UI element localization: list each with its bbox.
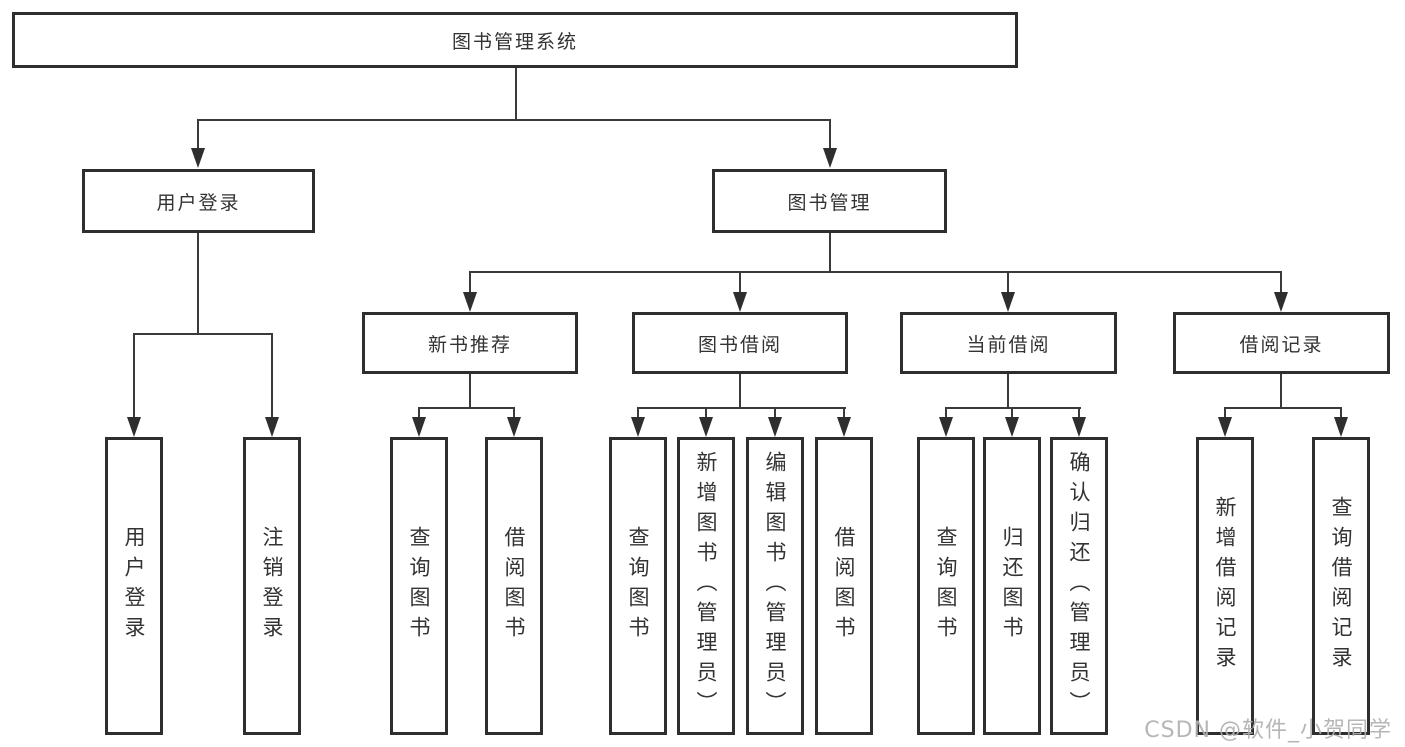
connector-line: [774, 407, 776, 419]
node-label: 归还图书: [1000, 526, 1024, 646]
connector-line: [513, 407, 515, 419]
connector-line: [739, 374, 741, 409]
connector-line: [469, 271, 1282, 273]
node-book-borrow: 图书借阅: [632, 312, 848, 374]
node-label: 图书管理系统: [451, 30, 578, 53]
connector-line: [469, 271, 471, 294]
node-label: 借阅图书: [502, 526, 526, 646]
arrow-down-icon: [823, 148, 837, 168]
node-new-book-recommend: 新书推荐: [362, 312, 578, 374]
leaf-add-book-admin: 新增图书（管理员）: [677, 437, 735, 735]
connector-line: [1224, 407, 1342, 409]
arrow-down-icon: [507, 417, 521, 437]
arrow-down-icon: [733, 292, 747, 312]
node-label: 查询图书: [934, 526, 958, 646]
arrow-down-icon: [837, 417, 851, 437]
node-label: 图书借阅: [697, 333, 782, 356]
connector-line: [469, 374, 471, 409]
node-label: 新书推荐: [427, 333, 512, 356]
node-label: 图书管理: [787, 191, 872, 214]
node-user-login: 用户登录: [82, 169, 315, 233]
arrow-down-icon: [1334, 417, 1348, 437]
connector-line: [739, 271, 741, 294]
connector-line: [843, 407, 845, 419]
arrow-down-icon: [463, 292, 477, 312]
leaf-query-book-recommend: 查询图书: [390, 437, 448, 735]
watermark: CSDN @软件_小贺同学: [1144, 718, 1392, 743]
node-label: 查询图书: [407, 526, 431, 646]
arrow-down-icon: [127, 417, 141, 437]
node-book-management: 图书管理: [712, 169, 947, 233]
node-label: 确认归还（管理员）: [1067, 451, 1091, 721]
connector-line: [705, 407, 707, 419]
arrow-down-icon: [1001, 292, 1015, 312]
leaf-borrow-book: 借阅图书: [815, 437, 873, 735]
connector-line: [1007, 271, 1009, 294]
arrow-down-icon: [1072, 417, 1086, 437]
leaf-user-login: 用户登录: [105, 437, 163, 735]
arrow-down-icon: [939, 417, 953, 437]
leaf-query-book-borrow: 查询图书: [609, 437, 667, 735]
arrow-down-icon: [191, 148, 205, 168]
node-label: 编辑图书（管理员）: [763, 451, 787, 721]
node-label: 用户登录: [122, 526, 146, 646]
connector-line: [829, 119, 831, 150]
connector-line: [418, 407, 420, 419]
connector-line: [945, 407, 1081, 409]
leaf-edit-book-admin: 编辑图书（管理员）: [746, 437, 804, 735]
connector-line: [637, 407, 846, 409]
arrow-down-icon: [1218, 417, 1232, 437]
connector-line: [133, 333, 135, 419]
connector-line: [133, 333, 273, 335]
leaf-logout: 注销登录: [243, 437, 301, 735]
node-label: 借阅记录: [1239, 333, 1324, 356]
arrow-down-icon: [412, 417, 426, 437]
connector-line: [418, 407, 515, 409]
node-current-borrow: 当前借阅: [900, 312, 1117, 374]
connector-line: [1280, 374, 1282, 409]
connector-line: [1280, 271, 1282, 294]
connector-line: [1224, 407, 1226, 419]
arrow-down-icon: [1005, 417, 1019, 437]
node-root: 图书管理系统: [12, 12, 1018, 68]
leaf-query-book-current: 查询图书: [917, 437, 975, 735]
node-borrow-record: 借阅记录: [1173, 312, 1390, 374]
node-label: 查询借阅记录: [1329, 496, 1353, 676]
connector-line: [271, 333, 273, 419]
connector-line: [1007, 374, 1009, 409]
connector-line: [515, 68, 517, 121]
node-label: 借阅图书: [832, 526, 856, 646]
node-label: 新增图书（管理员）: [694, 451, 718, 721]
connector-line: [1011, 407, 1013, 419]
leaf-confirm-return-admin: 确认归还（管理员）: [1050, 437, 1108, 735]
node-label: 注销登录: [260, 526, 284, 646]
connector-line: [1340, 407, 1342, 419]
leaf-query-borrow-record: 查询借阅记录: [1312, 437, 1370, 735]
connector-line: [637, 407, 639, 419]
arrow-down-icon: [631, 417, 645, 437]
node-label: 用户登录: [156, 191, 241, 214]
connector-line: [1078, 407, 1080, 419]
node-label: 当前借阅: [966, 333, 1051, 356]
connector-line: [197, 119, 831, 121]
arrow-down-icon: [699, 417, 713, 437]
node-label: 新增借阅记录: [1213, 496, 1237, 676]
leaf-add-borrow-record: 新增借阅记录: [1196, 437, 1254, 735]
arrow-down-icon: [265, 417, 279, 437]
connector-line: [945, 407, 947, 419]
connector-line: [197, 233, 199, 334]
node-label: 查询图书: [626, 526, 650, 646]
connector-line: [829, 233, 831, 273]
leaf-borrow-book-recommend: 借阅图书: [485, 437, 543, 735]
leaf-return-book: 归还图书: [983, 437, 1041, 735]
arrow-down-icon: [768, 417, 782, 437]
arrow-down-icon: [1274, 292, 1288, 312]
connector-line: [197, 119, 199, 150]
